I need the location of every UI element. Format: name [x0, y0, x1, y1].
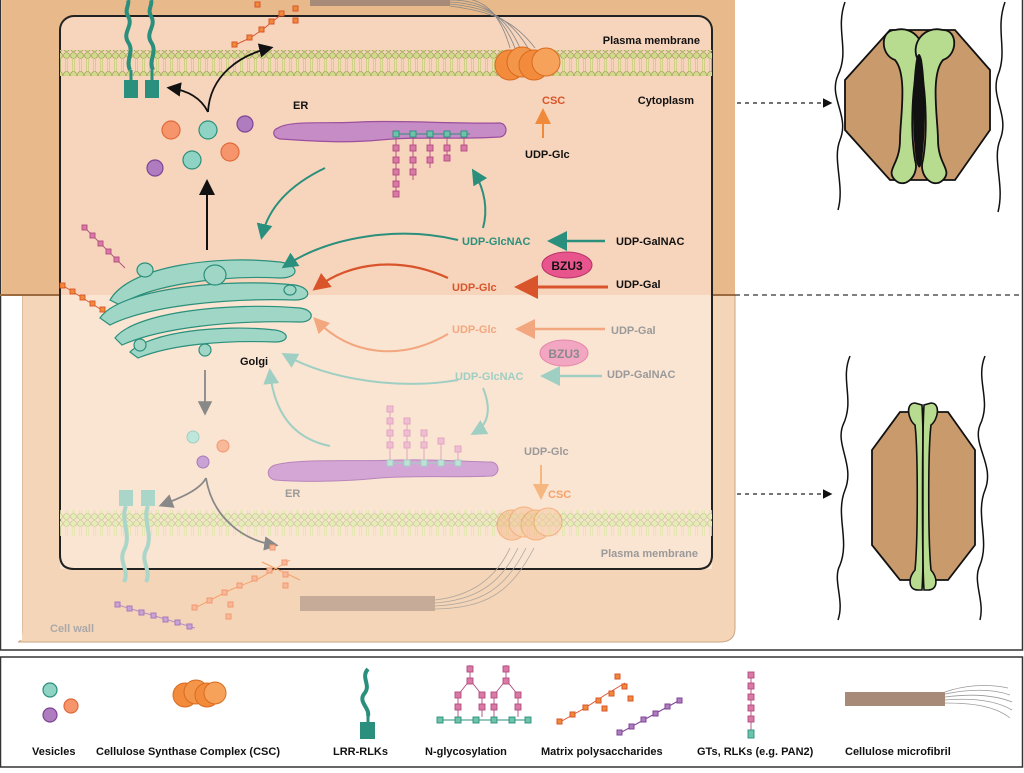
arrow-er-to-golgi-top — [256, 167, 326, 240]
arrow-udpglc-to-golgi — [312, 263, 449, 291]
arrow-udpglcnac-to-er — [471, 168, 488, 229]
cell-wall-label: Cell wall — [50, 623, 94, 635]
legend-label-vesicles: Vesicles — [32, 746, 75, 758]
golgi — [99, 259, 312, 359]
matrix-polysaccharide-top — [231, 1, 299, 48]
n-glycan-top — [392, 130, 470, 198]
plasma-membrane-bottom-label: Plasma membrane — [601, 548, 698, 560]
arrow-er-to-golgi-bottom — [263, 368, 331, 447]
csc-icon — [172, 679, 227, 708]
legend-box — [0, 656, 1024, 768]
legend-label-gts-rlks: GTs, RLKs (e.g. PAN2) — [697, 746, 814, 758]
udp-glc-strong-label: UDP-Glc — [452, 282, 497, 294]
udp-glc-top-label: UDP-Glc — [525, 149, 570, 161]
csc-bottom-label: CSC — [548, 489, 571, 501]
udp-gal-faint-label: UDP-Gal — [611, 325, 656, 337]
vesicles-bottom — [186, 430, 230, 469]
legend-label-csc: Cellulose Synthase Complex (CSC) — [96, 746, 280, 758]
arrow-exocytosis-bottom-right — [205, 477, 279, 551]
udp-glc-faint-label: UDP-Glc — [452, 324, 497, 336]
plasma-membrane-top — [60, 50, 712, 76]
n-glycan-bottom — [386, 405, 462, 467]
stomata-open — [834, 1, 1006, 213]
vesicles-top — [146, 115, 254, 177]
plasma-membrane-top-label: Plasma membrane — [603, 35, 700, 47]
microfibril-bottom — [300, 547, 535, 611]
legend-label-lrr-rlks: LRR-RLKs — [333, 746, 388, 758]
lrr-rlk-icon — [360, 667, 375, 739]
golgi-sugar-chains — [59, 224, 126, 313]
legend-label-cellulose-microfibril: Cellulose microfibril — [845, 746, 951, 758]
bzu3-faint-label: BZU3 — [548, 347, 580, 361]
csc-top — [494, 46, 561, 81]
udp-glc-bottom-label: UDP-Glc — [524, 446, 569, 458]
microfibril-top — [310, 0, 536, 49]
matrix-polysaccharide-bottom — [114, 544, 301, 630]
lrr-rlk-top — [124, 0, 159, 98]
udp-galnac-strong-label: UDP-GalNAC — [616, 236, 685, 248]
csc-bottom — [496, 506, 563, 541]
matrix-polysaccharide-icon — [556, 673, 683, 736]
arrow-udpglcnac-faint-to-er — [470, 387, 489, 435]
udp-gal-strong-label: UDP-Gal — [616, 279, 661, 291]
bzu3-strong-label: BZU3 — [551, 259, 583, 273]
stomata-closed — [836, 355, 989, 621]
arrow-exocytosis-bottom-left — [158, 477, 207, 508]
cytoplasm-label: Cytoplasm — [638, 95, 694, 107]
bzu3-strong-badge: BZU3 — [541, 251, 593, 279]
arrow-exocytosis-left — [166, 82, 209, 113]
arrow-udpglcnac-faint-to-golgi — [281, 353, 459, 385]
bzu3-faint-badge: BZU3 — [539, 339, 589, 367]
udp-glcnac-faint-label: UDP-GlcNAC — [455, 371, 524, 383]
n-glycan-icon — [436, 665, 532, 724]
lrr-rlk-bottom — [119, 490, 155, 583]
er-bottom-label: ER — [285, 488, 300, 500]
golgi-label: Golgi — [240, 356, 268, 368]
er-top-label: ER — [293, 100, 308, 112]
legend-label-n-glycosylation: N-glycosylation — [425, 746, 507, 758]
microfibril-icon — [845, 685, 1013, 719]
vesicles-icon — [42, 682, 79, 723]
csc-top-label: CSC — [542, 95, 565, 107]
udp-glcnac-strong-label: UDP-GlcNAC — [462, 236, 531, 248]
gt-rlk-icon — [747, 671, 755, 739]
legend-label-matrix-polysaccharides: Matrix polysaccharides — [541, 746, 663, 758]
plasma-membrane-bottom — [60, 510, 712, 536]
arrow-udpglcnac-to-golgi — [281, 232, 459, 269]
arrow-exocytosis-right — [207, 43, 274, 113]
udp-galnac-faint-label: UDP-GalNAC — [607, 369, 676, 381]
arrow-udpglc-faint-to-golgi — [313, 317, 449, 353]
